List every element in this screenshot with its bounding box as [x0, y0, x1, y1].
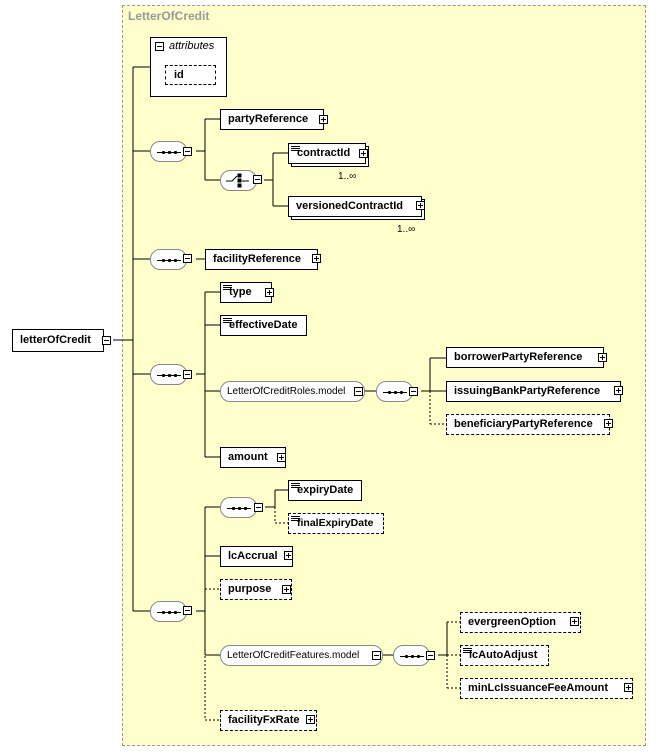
annotation-icon: [463, 648, 472, 653]
element-purpose[interactable]: purpose: [220, 579, 292, 600]
sequence-compositor-icon: [150, 141, 187, 162]
sequence-compositor-icon: [393, 645, 430, 666]
annotation-icon: [291, 483, 300, 488]
facility-reference-expand-icon[interactable]: [312, 254, 321, 263]
evergreen-option-expand-icon[interactable]: [570, 617, 579, 626]
element-label: contractId: [297, 147, 351, 159]
sequence-collapse-icon[interactable]: [254, 503, 263, 512]
sequence-collapse-icon[interactable]: [409, 387, 418, 396]
sequence-compositor-icon: [220, 497, 257, 518]
annotation-icon: [291, 516, 300, 521]
element-effective-date[interactable]: effectiveDate: [220, 315, 307, 336]
sequence-compositor-icon: [376, 381, 413, 402]
element-min-lc-issuance-fee-amount[interactable]: minLcIssuanceFeeAmount: [460, 678, 633, 699]
attributes-header: attributes: [169, 40, 215, 52]
sequence-collapse-icon[interactable]: [183, 370, 192, 379]
roles-model-collapse-icon[interactable]: [354, 387, 363, 396]
sequence-compositor-icon: [150, 364, 187, 385]
facility-fx-rate-expand-icon[interactable]: [306, 715, 315, 724]
features-model-collapse-icon[interactable]: [372, 651, 381, 660]
element-lc-auto-adjust[interactable]: lcAutoAdjust: [460, 645, 549, 666]
annotation-icon: [223, 318, 232, 323]
element-label: effectiveDate: [229, 319, 298, 331]
annotation-icon: [223, 285, 232, 290]
borrower-party-reference-expand-icon[interactable]: [598, 353, 607, 362]
element-borrower-party-reference[interactable]: borrowerPartyReference: [446, 347, 604, 368]
element-final-expiry-date[interactable]: finalExpiryDate: [288, 513, 384, 534]
element-contract-id[interactable]: contractId: [288, 143, 366, 164]
element-beneficiary-party-reference[interactable]: beneficiaryPartyReference: [446, 414, 610, 435]
element-lc-accrual[interactable]: lcAccrual: [220, 546, 293, 567]
element-evergreen-option[interactable]: evergreenOption: [460, 612, 581, 633]
root-collapse-icon[interactable]: [102, 336, 111, 345]
complex-type-title: LetterOfCredit: [128, 9, 210, 23]
cardinality-label: 1..∞: [397, 224, 416, 235]
cardinality-label: 1..∞: [338, 171, 357, 182]
lc-accrual-expand-icon[interactable]: [284, 551, 293, 560]
element-label: type: [229, 286, 252, 298]
choice-collapse-icon[interactable]: [253, 175, 262, 184]
sequence-collapse-icon[interactable]: [426, 651, 435, 660]
sequence-collapse-icon[interactable]: [183, 254, 192, 263]
element-expiry-date[interactable]: expiryDate: [288, 480, 362, 501]
element-label: lcAutoAdjust: [469, 649, 538, 661]
sequence-compositor-icon: [150, 601, 187, 622]
group-features-model[interactable]: LetterOfCreditFeatures.model: [220, 645, 383, 666]
group-roles-model[interactable]: LetterOfCreditRoles.model: [220, 381, 365, 402]
element-facility-fx-rate[interactable]: facilityFxRate: [220, 710, 317, 731]
party-reference-expand-icon[interactable]: [319, 115, 328, 124]
type-expand-icon[interactable]: [265, 288, 274, 297]
root-element-letter-of-credit[interactable]: letterOfCredit: [12, 329, 104, 352]
attributes-collapse-icon[interactable]: [155, 42, 164, 51]
element-label: finalExpiryDate: [297, 517, 374, 529]
element-party-reference[interactable]: partyReference: [220, 109, 324, 130]
min-lc-issuance-fee-amount-expand-icon[interactable]: [624, 683, 633, 692]
annotation-icon: [291, 146, 300, 151]
choice-compositor-icon: [220, 170, 257, 191]
beneficiary-party-reference-expand-icon[interactable]: [604, 419, 613, 428]
amount-expand-icon[interactable]: [277, 453, 286, 462]
sequence-collapse-icon[interactable]: [183, 147, 192, 156]
purpose-expand-icon[interactable]: [282, 585, 291, 594]
element-issuing-bank-party-reference[interactable]: issuingBankPartyReference: [446, 381, 621, 402]
issuing-bank-party-reference-expand-icon[interactable]: [614, 386, 623, 395]
element-facility-reference[interactable]: facilityReference: [205, 249, 318, 270]
versioned-contract-id-expand-icon[interactable]: [416, 201, 425, 210]
contract-id-expand-icon[interactable]: [359, 149, 368, 158]
element-versioned-contract-id[interactable]: versionedContractId: [288, 196, 422, 217]
attribute-id[interactable]: id: [165, 65, 216, 85]
sequence-compositor-icon: [150, 249, 187, 270]
sequence-collapse-icon[interactable]: [183, 606, 192, 615]
element-label: expiryDate: [297, 484, 354, 496]
